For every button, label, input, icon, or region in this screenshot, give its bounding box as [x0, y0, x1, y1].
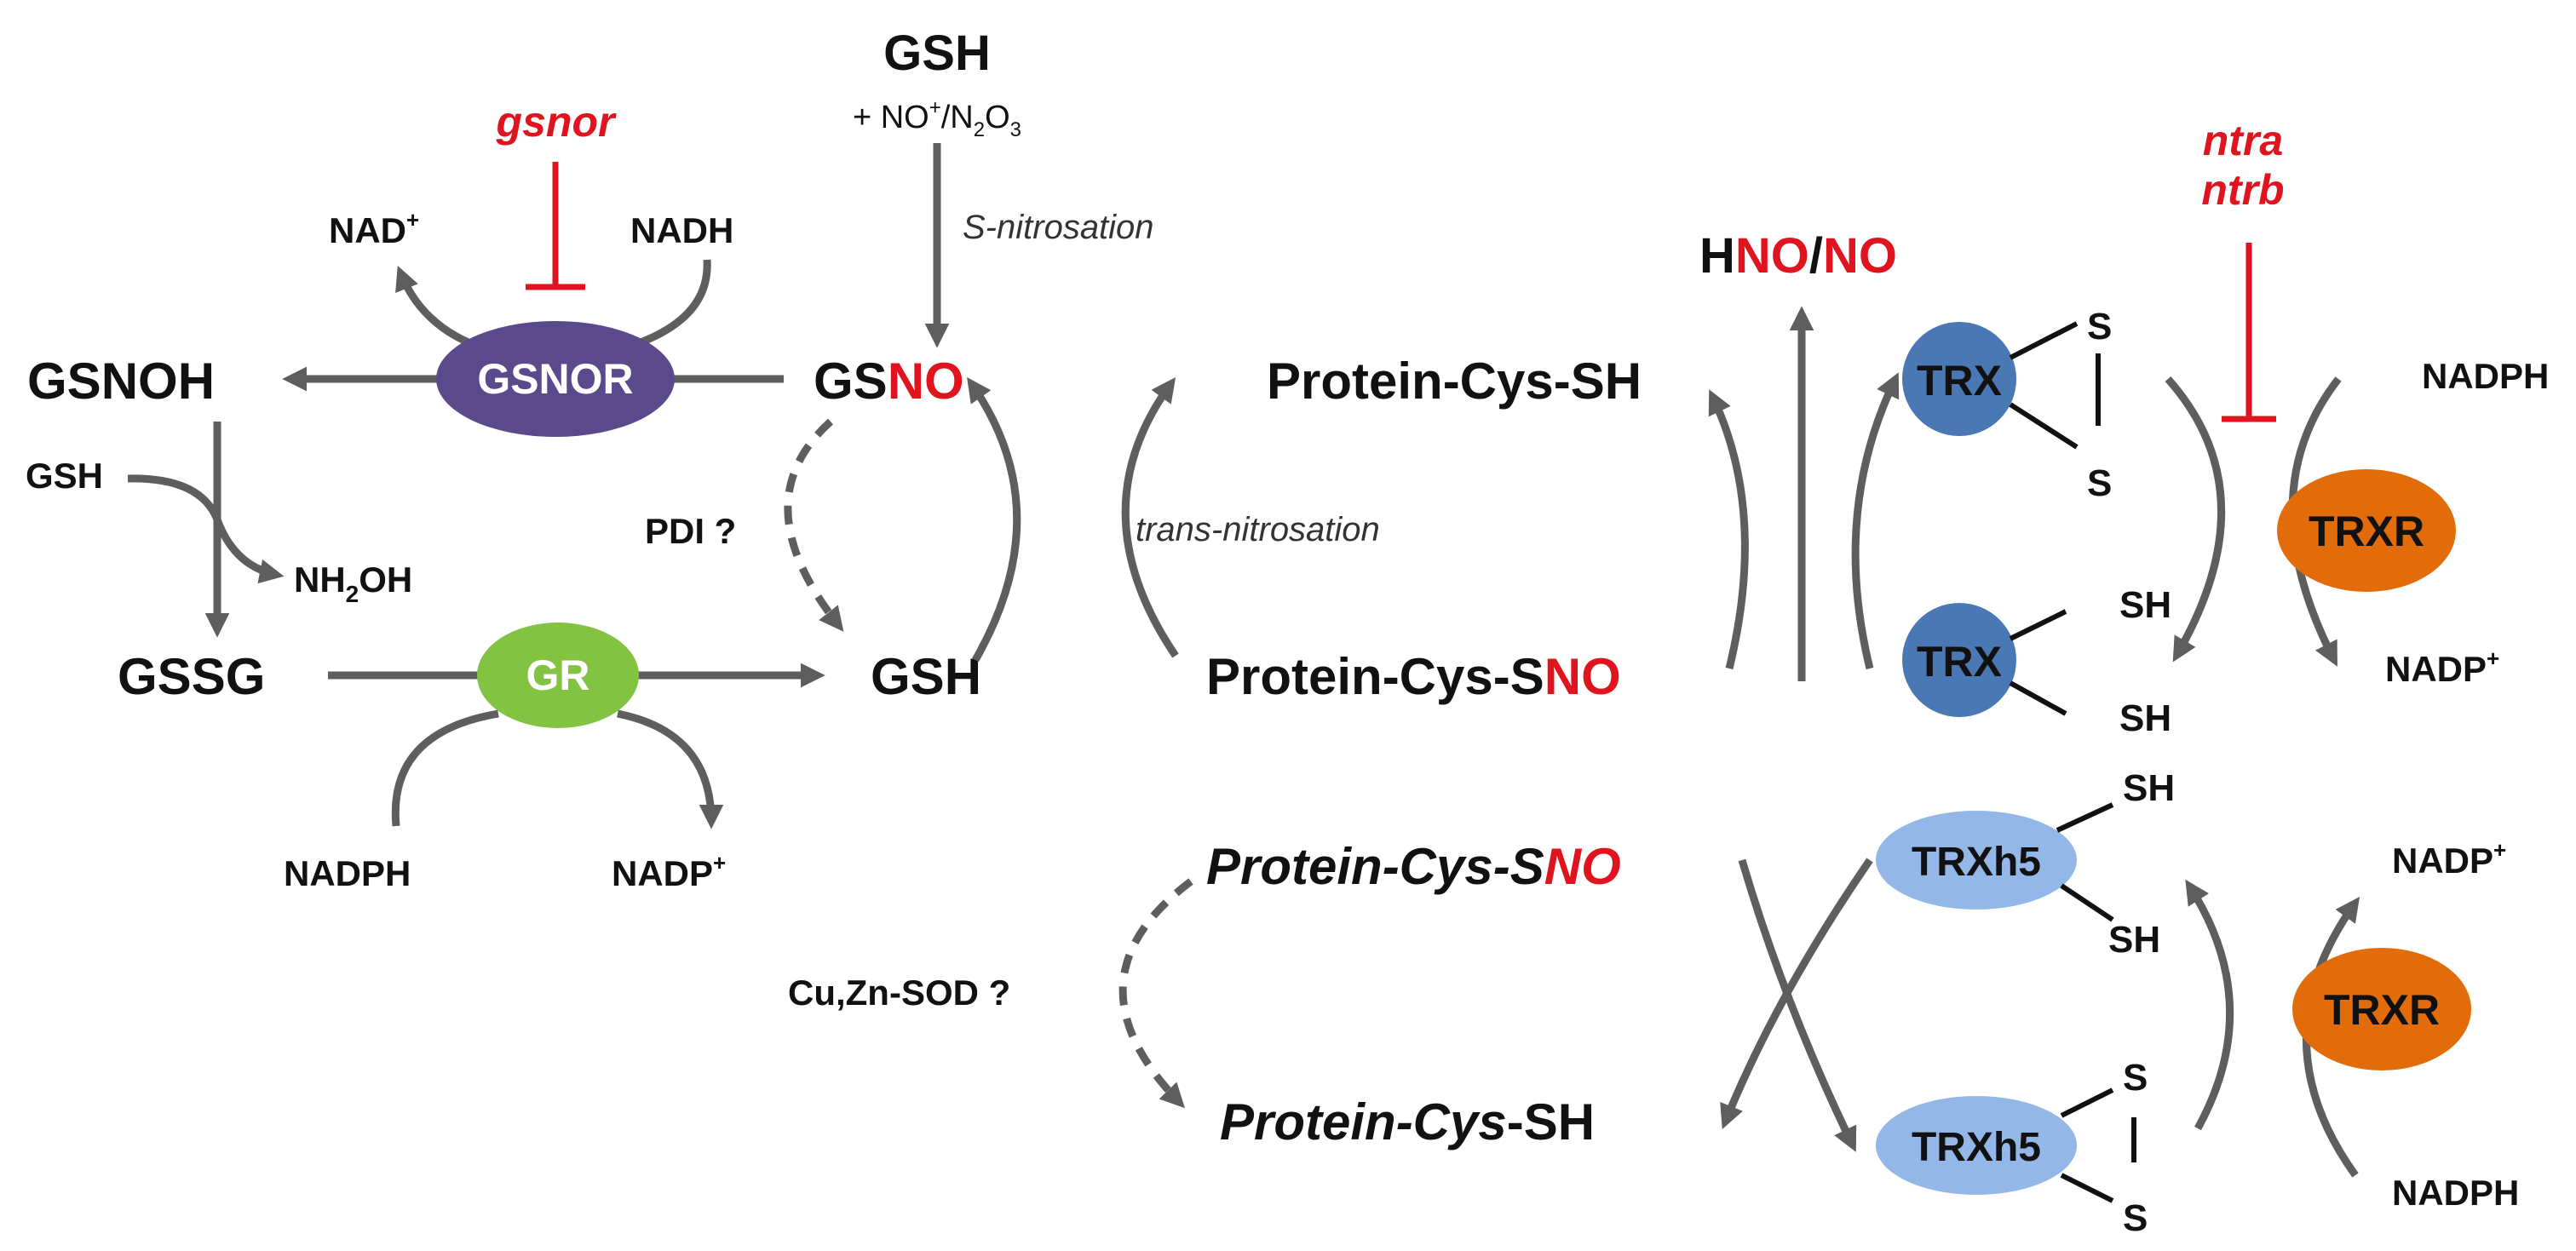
sno-to-trx-left-curve: [1708, 389, 1749, 670]
s-nitrosation-label: S-nitrosation: [963, 209, 1154, 246]
trx-oxidized-label: TRX: [1917, 357, 2002, 405]
trxh5-s-bond-top: [2060, 1087, 2114, 1118]
gsnor-enzyme: [436, 321, 675, 437]
nadph-to-gr-curve: [391, 709, 499, 827]
trx-oxidized: [1902, 322, 2016, 436]
trxh5-sh-bottom-label: SH: [2108, 919, 2160, 961]
gsno-label: GSNO: [814, 353, 964, 410]
trxr-nadp-plus-label: NADP+: [2385, 646, 2499, 689]
cu-zn-sod-label: Cu,Zn-SOD ?: [788, 973, 1010, 1013]
protein-cys-sno-label: Protein-Cys-SNO: [1206, 648, 1621, 705]
nadh-label: NADH: [630, 210, 733, 250]
sno-to-trxh5-curve: [1738, 858, 1857, 1152]
trxr-top-label: TRXR: [2309, 508, 2424, 555]
gsnoh-label: GSNOH: [27, 353, 215, 410]
trxh5-reduced-label: TRXh5: [1912, 840, 2041, 885]
trx-reduced-label: TRX: [1917, 638, 2002, 686]
sod-dashed-arrow: [1118, 878, 1193, 1109]
protein-cys-sh-italic-label: Protein-Cys-SH: [1220, 1093, 1595, 1151]
gsh-input-label: GSH: [26, 456, 103, 496]
pdi-label: PDI ?: [645, 511, 736, 551]
trxh5-sh-bond-bottom: [2060, 883, 2114, 922]
pdi-dashed-arrow: [784, 418, 844, 632]
trxr-nadph-label: NADPH: [2422, 356, 2549, 396]
trx-reduced-to-ox-curve: [1851, 372, 1900, 670]
reagent-label: + NO+/N2O3: [853, 96, 1021, 141]
hno-no-label: HNO/NO: [1699, 228, 1897, 284]
trx-reduced: [1902, 603, 2016, 717]
trxr-bottom-nadp-plus-label: NADP+: [2392, 837, 2506, 881]
trxh5-sh-bond-top: [2056, 802, 2114, 833]
trxr-ox-to-red-curve: [2165, 376, 2225, 663]
gsh-to-nh2oh-curve: [127, 474, 285, 584]
trxh5-s-top-label: S: [2123, 1057, 2148, 1099]
gr-enzyme: [477, 623, 639, 728]
trxr-bottom-left-curve: [2185, 879, 2234, 1131]
trxr-bottom-nadph-label: NADPH: [2392, 1173, 2519, 1213]
trx-sh-bond-bottom: [2009, 680, 2067, 716]
gr-to-nadp-curve: [617, 709, 724, 829]
trx-s-bond-top: [2009, 321, 2079, 360]
sno-to-sh-curve: [1121, 377, 1179, 658]
trx-s-top-label: S: [2087, 306, 2112, 347]
protein-cys-sh-label: Protein-Cys-SH: [1267, 353, 1642, 410]
ntra-label: ntra: [2203, 117, 2283, 164]
gr-nadp-plus-label: NADP+: [612, 850, 726, 893]
gsnor-enzyme-label: GSNOR: [477, 355, 633, 403]
trx-sh-bond-top: [2009, 609, 2067, 641]
center-gsh-label: GSH: [871, 648, 981, 705]
trxr-enzyme-top: [2277, 469, 2456, 592]
nad-plus-label: NAD+: [329, 207, 419, 250]
ntrb-label: ntrb: [2201, 166, 2284, 214]
trxh5-s-bond-bottom: [2060, 1173, 2114, 1203]
trxr-bottom-label: TRXR: [2324, 986, 2440, 1034]
trxh5-s-bottom-label: S: [2123, 1197, 2148, 1239]
gsh-to-gsno-curve: [967, 376, 1021, 663]
gsnor-mutant-label: gsnor: [496, 98, 617, 146]
trx-s-bond-bottom: [2009, 402, 2079, 450]
trxr-enzyme-bottom: [2292, 948, 2471, 1070]
top-gsh-label: GSH: [883, 26, 991, 81]
trxh5-oxidized-label: TRXh5: [1912, 1125, 2041, 1170]
protein-cys-sno-italic-label: Protein-Cys-SNO: [1206, 838, 1621, 895]
gr-enzyme-label: GR: [526, 651, 590, 699]
gr-nadph-label: NADPH: [284, 853, 411, 893]
trxh5-sh-top-label: SH: [2123, 767, 2175, 809]
trx-sh-top-label: SH: [2119, 584, 2171, 626]
gssg-label: GSSG: [118, 648, 265, 705]
trans-nitrosation-label: trans-nitrosation: [1136, 511, 1380, 548]
nh2oh-label: NH2OH: [294, 560, 412, 607]
trxh5-reduced: [1876, 811, 2077, 910]
trxh5-oxidized: [1876, 1096, 2077, 1195]
trxh5-to-protein-curve: [1720, 858, 1873, 1130]
trx-sh-bottom-label: SH: [2119, 697, 2171, 739]
trx-s-bottom-label: S: [2087, 462, 2112, 504]
